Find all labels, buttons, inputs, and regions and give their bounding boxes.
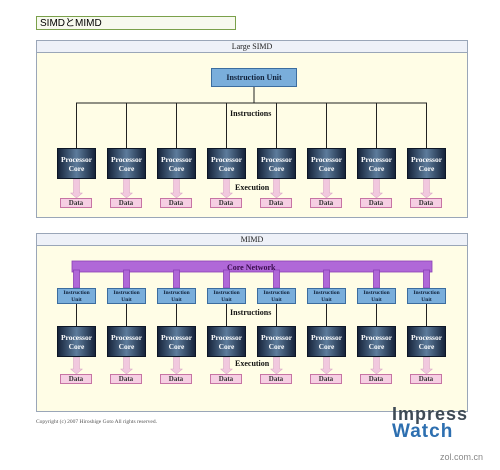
core-network-link [423,269,430,289]
mimd-data-box: Data [360,374,392,384]
data-flow-arrow [319,178,334,199]
core-network-link [223,269,230,289]
mimd-data-box: Data [310,374,342,384]
data-flow-arrow [69,178,84,199]
simd-data-box: Data [360,198,392,208]
core-network-label: Core Network [227,263,276,272]
copyright-text: Copyright (c) 2007 Hiroshige Goto All ri… [36,419,157,425]
data-flow-arrow [119,178,134,199]
watermark-logo: Impress Watch [392,404,468,443]
simd-data-box: Data [210,198,242,208]
data-flow-arrow [219,356,234,375]
core-network-bar [71,260,433,273]
mimd-instructions-label: Instructions [228,308,274,317]
data-flow-arrow [169,356,184,375]
simd-execution-label: Execution [233,183,272,192]
data-flow-arrow [369,178,384,199]
simd-data-box: Data [160,198,192,208]
data-flow-arrow [219,178,234,199]
core-network-link [123,269,130,289]
data-flow-arrow [419,178,434,199]
core-network-link [173,269,180,289]
watermark-line3: zol.com.cn [440,452,484,462]
mimd-data-box: Data [60,374,92,384]
mimd-data-box: Data [160,374,192,384]
simd-data-box: Data [310,198,342,208]
mimd-data-box: Data [410,374,442,384]
data-flow-arrow [419,356,434,375]
mimd-data-box: Data [110,374,142,384]
data-flow-arrow [69,356,84,375]
core-network-link [373,269,380,289]
simd-data-box: Data [60,198,92,208]
simd-instruction-unit: Instruction Unit [211,68,297,87]
simd-data-box: Data [110,198,142,208]
data-flow-arrow [319,356,334,375]
data-flow-arrow [169,178,184,199]
simd-panel-header: Large SIMD [37,41,467,53]
core-network-link [323,269,330,289]
watermark-line2: Watch [392,421,454,442]
core-network-link [273,269,280,289]
slide-title: SIMDとMIMD [36,16,236,30]
simd-data-box: Data [410,198,442,208]
mimd-data-box: Data [260,374,292,384]
mimd-execution-label: Execution [233,359,272,368]
core-network-link [73,269,80,289]
data-flow-arrow [269,178,284,199]
simd-instructions-label: Instructions [228,109,274,118]
data-flow-arrow [369,356,384,375]
data-flow-arrow [269,356,284,375]
simd-data-box: Data [260,198,292,208]
watermark-line1: Impress [392,404,469,424]
mimd-panel-header: MIMD [37,234,467,246]
data-flow-arrow [119,356,134,375]
mimd-data-box: Data [210,374,242,384]
